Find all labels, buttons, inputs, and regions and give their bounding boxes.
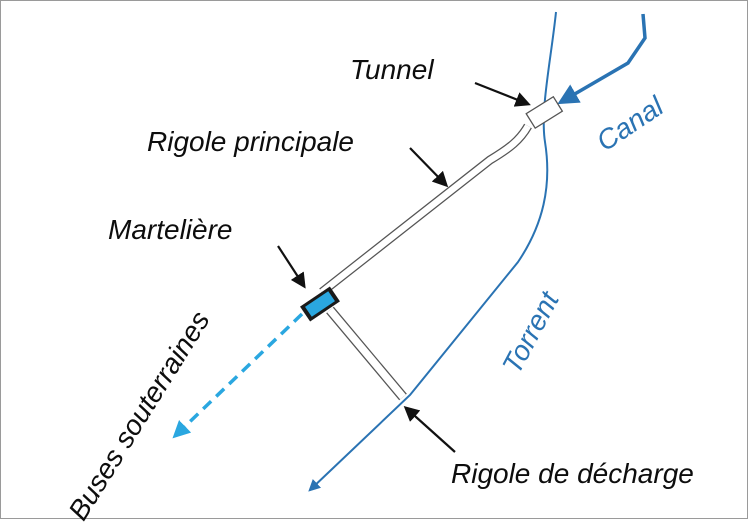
rigole-principale-pointer-arrow — [409, 147, 449, 188]
marteliere-label: Martelière — [108, 214, 233, 245]
rigole-principale-label: Rigole principale — [147, 126, 355, 157]
marteliere-gate — [300, 286, 340, 322]
torrent-line — [308, 11, 557, 492]
tunnel-label: Tunnel — [350, 54, 434, 85]
marteliere-pointer-arrow — [277, 245, 306, 289]
tunnel-pointer-arrow — [474, 81, 531, 107]
rigole-decharge-pointer-arrow — [403, 405, 456, 453]
canal-line — [557, 13, 647, 105]
rigole-decharge-label: Rigole de décharge — [451, 458, 694, 489]
tunnel-shape — [525, 95, 564, 130]
buses-souterraines-line — [172, 312, 304, 439]
